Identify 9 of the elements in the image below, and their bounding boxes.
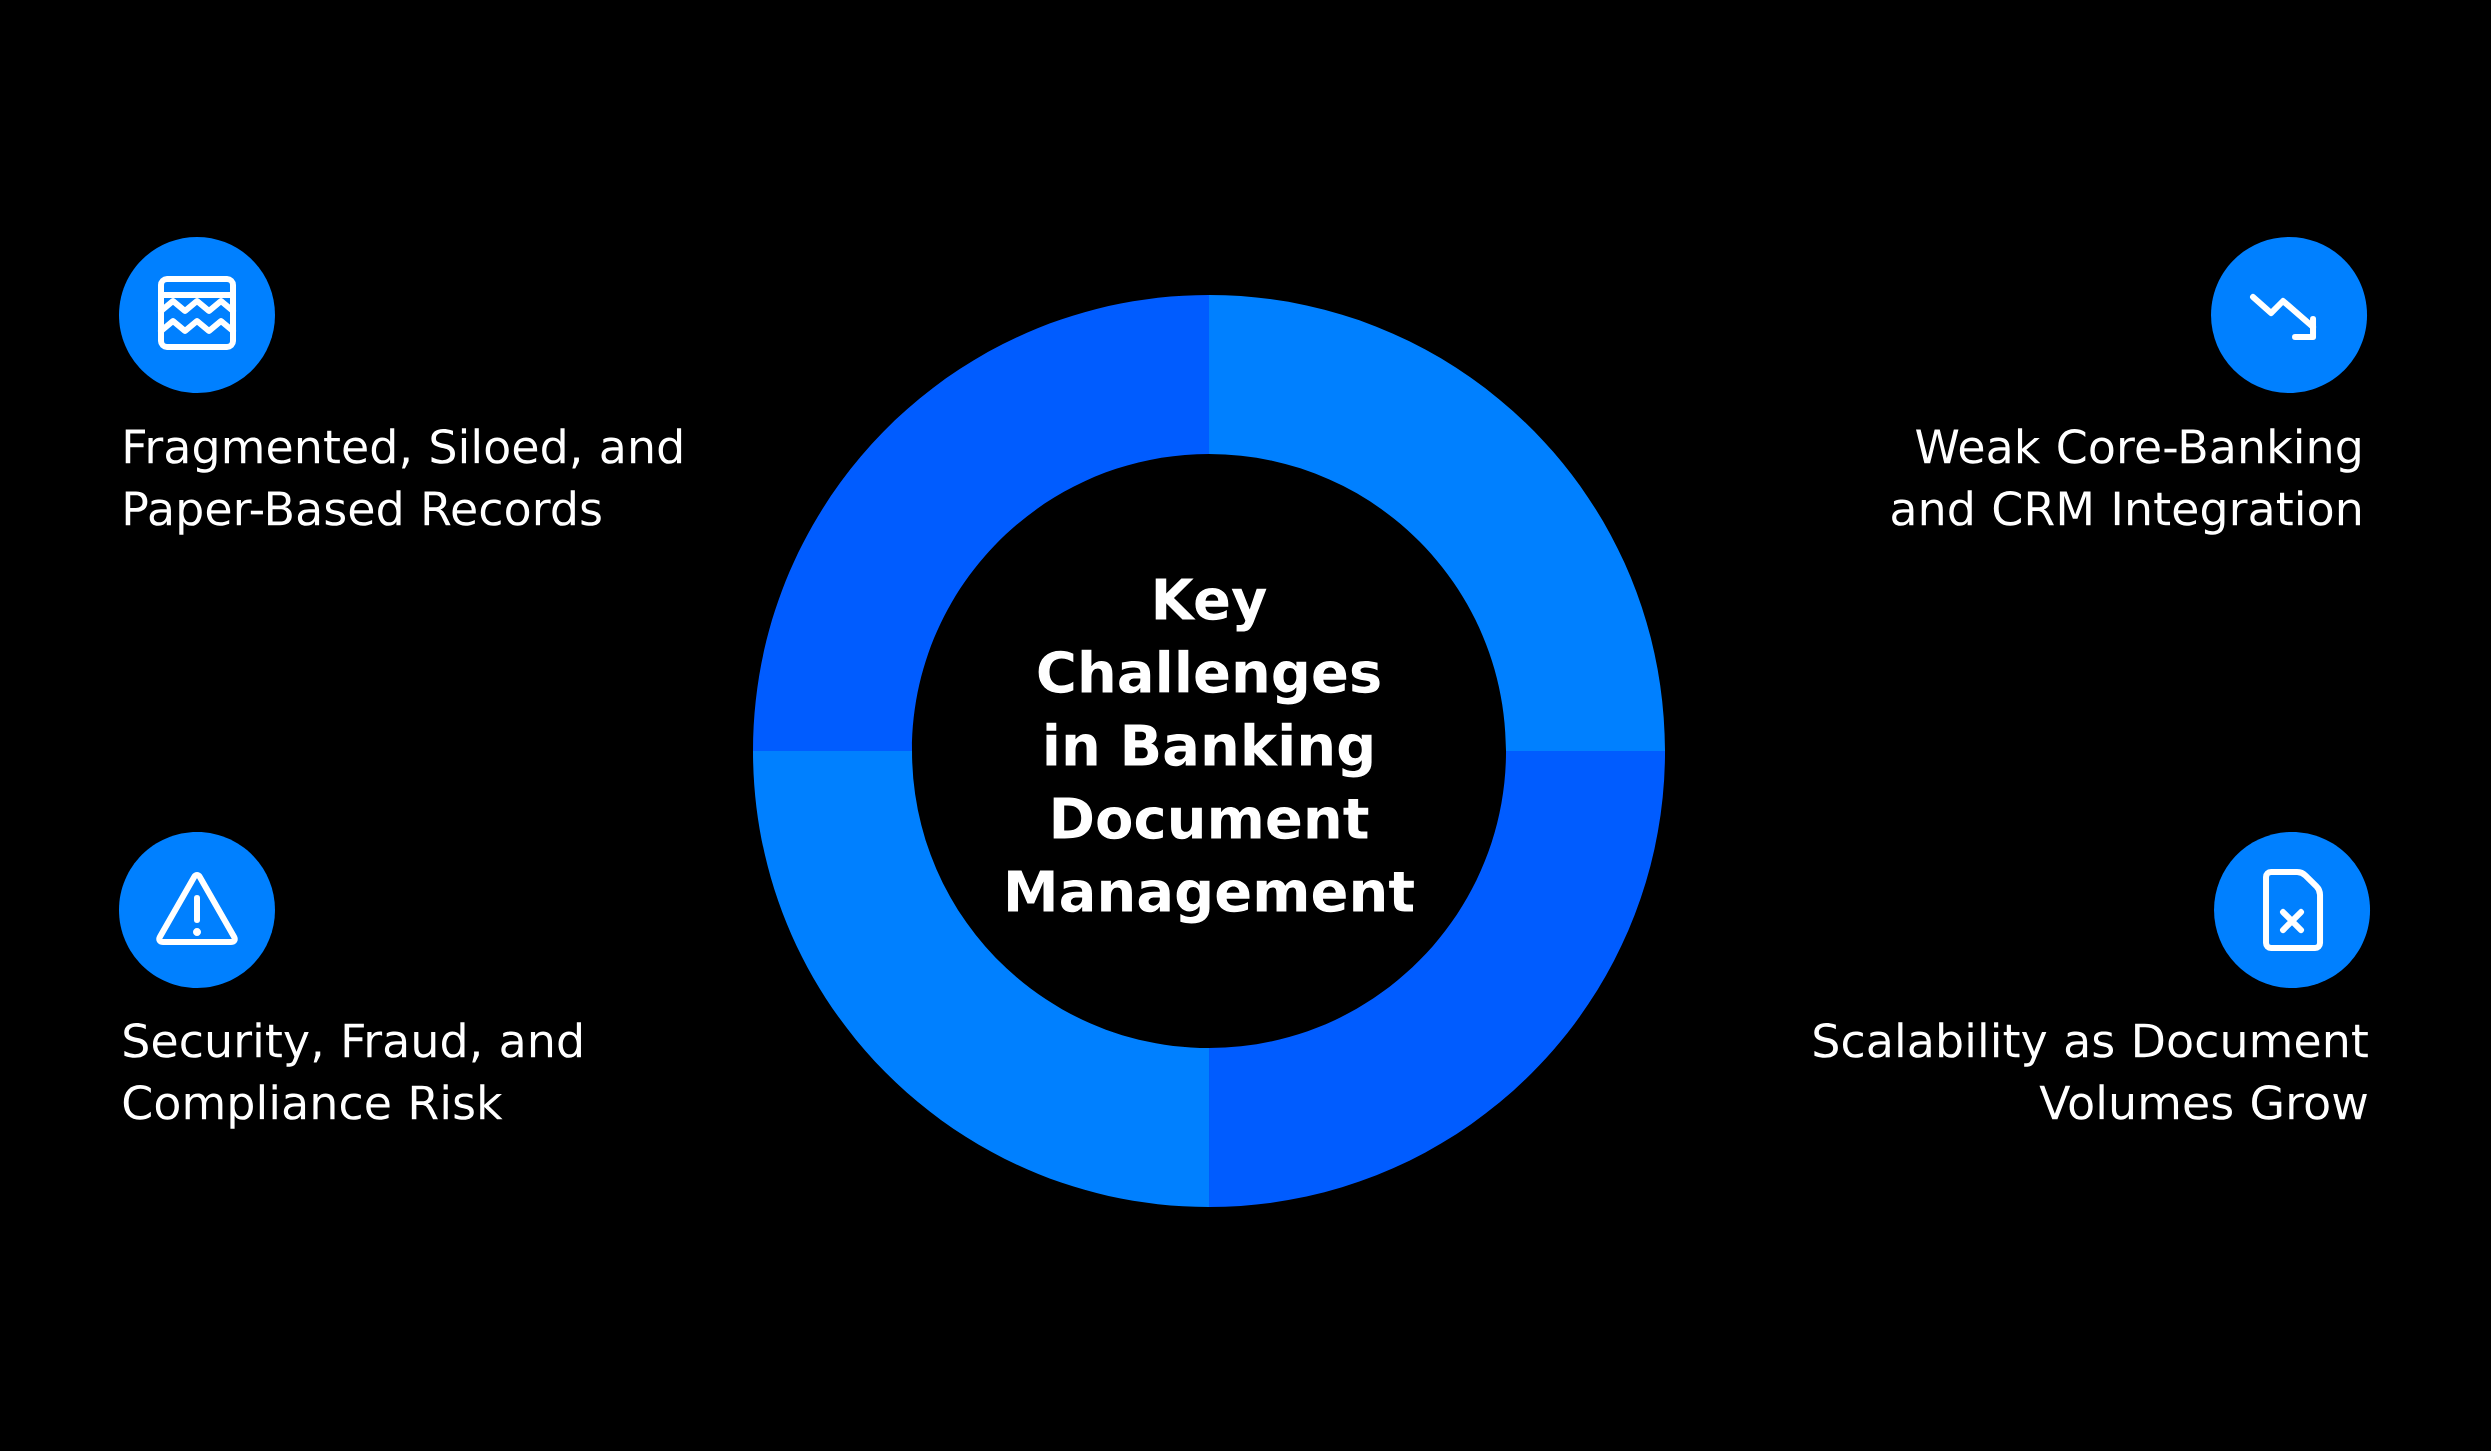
node-label: Weak Core-Banking and CRM Integration [1892, 428, 2360, 535]
center-title: Key Challenges in Banking Document Management [1008, 578, 1414, 924]
challenge-item: Scalability as Document Volumes Grow [1814, 832, 2371, 1120]
challenge-item: Fragmented, Siloed, and Paper-Based Records [119, 237, 682, 535]
challenge-item: Weak Core-Banking and CRM Integration [1892, 237, 2368, 535]
challenge-item: Security, Fraud, and Compliance Risk [119, 832, 581, 1129]
node-label: Scalability as Document Volumes Grow [1814, 1022, 2368, 1120]
node-label: Security, Fraud, and Compliance Risk [123, 1022, 581, 1129]
node-label: Fragmented, Siloed, and Paper-Based Records [125, 428, 682, 535]
